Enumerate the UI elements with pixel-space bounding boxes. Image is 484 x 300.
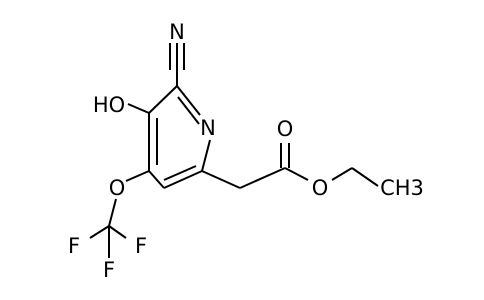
- c3-c2-bond: [148, 85, 178, 114]
- ether-o-cf3-bond: [108, 198, 117, 227]
- ester-oxygen-label: O: [312, 176, 329, 200]
- atom-labels: N N HO O F F F O O CH3: [68, 20, 424, 282]
- methyl-label: CH3: [380, 176, 424, 200]
- ester-o-ch2-bond: [331, 167, 353, 181]
- c2-n1-bond: [176, 85, 201, 116]
- ethyl-ch2-ch3-bond: [351, 167, 379, 187]
- c4-ether-o-bond: [125, 170, 150, 182]
- bonds: [89, 43, 379, 258]
- fluorine-label-3: F: [103, 258, 115, 282]
- c2-n1-inner-line: [177, 96, 200, 125]
- c6-c5-bond: [163, 170, 203, 189]
- fluorine-label-2: F: [68, 234, 80, 258]
- fluorine-label-1: F: [135, 234, 147, 258]
- c3-hydroxyl-bond: [127, 103, 150, 114]
- ring-nitrogen-label: N: [200, 116, 216, 140]
- hydroxyl-label: HO: [93, 93, 125, 117]
- c5-c4-bond: [148, 170, 165, 189]
- cf3-f2-bond: [89, 225, 110, 239]
- ch2-carbonyl-c-bond: [239, 167, 286, 189]
- c6-c5-inner-line: [163, 165, 197, 181]
- carbonyl-c-ester-o-bond: [284, 167, 309, 181]
- ether-oxygen-label: O: [109, 176, 126, 200]
- nitrile-nitrogen-label: N: [169, 20, 185, 44]
- carbonyl-oxygen-label: O: [277, 117, 294, 141]
- cf3-f1-bond: [108, 225, 127, 239]
- n1-c6-bond: [201, 139, 211, 172]
- c6-ch2-bond: [201, 170, 241, 189]
